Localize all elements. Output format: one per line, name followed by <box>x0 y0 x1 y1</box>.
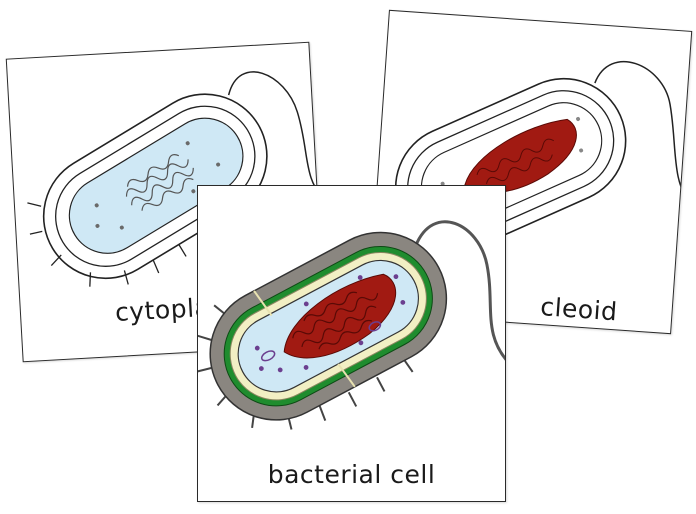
card-label-nucleoid: nucleoid <box>539 284 618 326</box>
bacterial-cell-illustration <box>198 186 505 501</box>
bacterial-cell-card[interactable]: bacterial cell <box>197 185 506 502</box>
card-label-bacterial-cell: bacterial cell <box>198 460 505 489</box>
